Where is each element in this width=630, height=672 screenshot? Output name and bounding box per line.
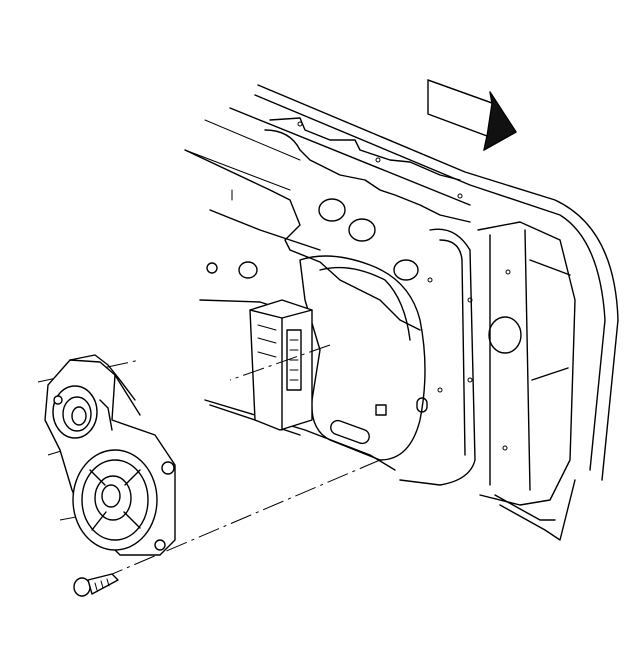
front-speaker-assembly [44,354,176,556]
speaker-screw [73,573,119,597]
door-control-module [249,299,313,431]
front-direction-arrow [427,79,517,152]
